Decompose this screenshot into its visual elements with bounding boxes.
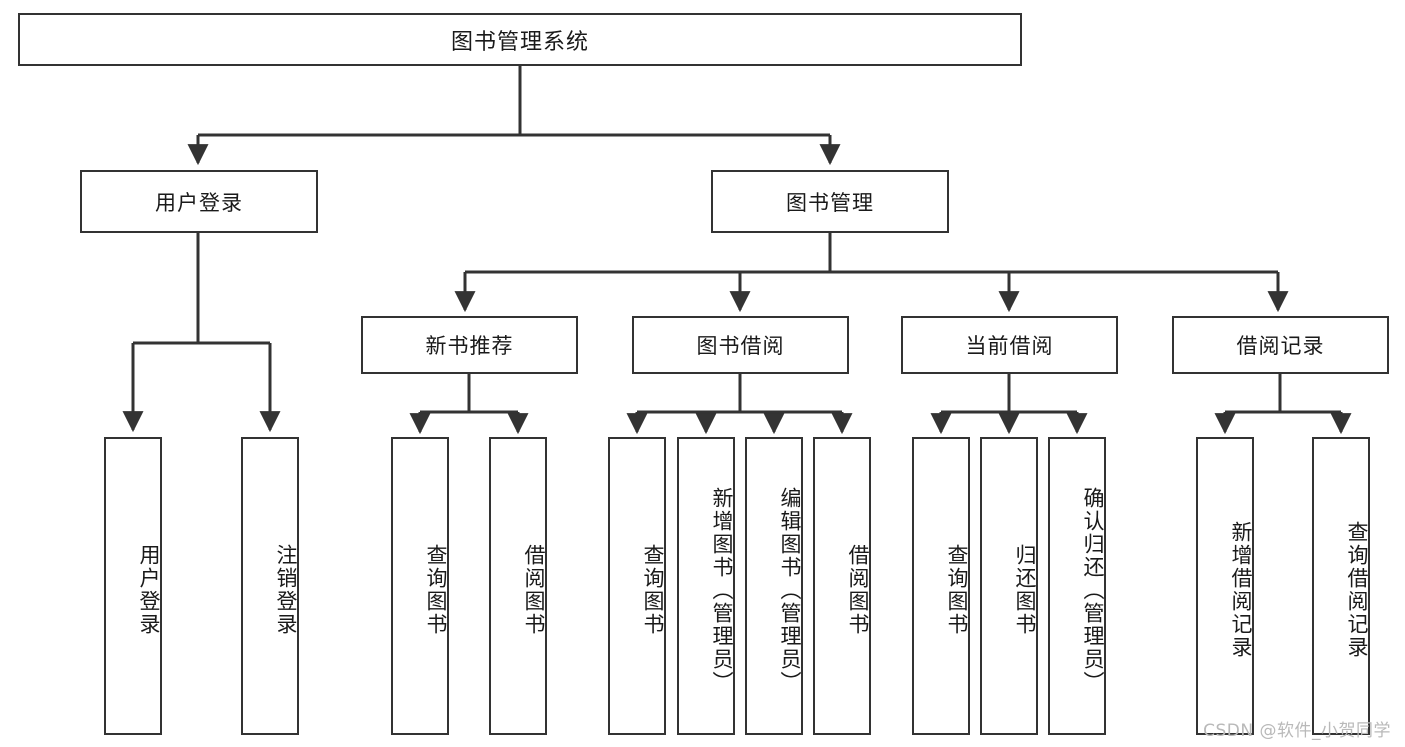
node-user-login-label: 用户登录 <box>155 190 243 215</box>
leaf-current-confirm-return-admin[interactable]: 确认归还（管理员） <box>1048 437 1106 735</box>
leaf-label: 归还图书 <box>1013 544 1037 636</box>
leaf-label: 注销登录 <box>274 544 298 636</box>
leaf-label: 用户登录 <box>137 544 161 636</box>
node-user-login[interactable]: 用户登录 <box>80 170 318 233</box>
node-book-management[interactable]: 图书管理 <box>711 170 949 233</box>
leaf-borrow-query-book[interactable]: 查询图书 <box>608 437 666 735</box>
node-current-borrow-label: 当前借阅 <box>965 334 1054 358</box>
node-current-borrow[interactable]: 当前借阅 <box>901 316 1118 374</box>
node-root-label: 图书管理系统 <box>450 29 589 55</box>
node-new-book-recommend[interactable]: 新书推荐 <box>361 316 578 374</box>
leaf-borrow-borrow-book[interactable]: 借阅图书 <box>813 437 871 735</box>
leaf-borrow-add-book-admin[interactable]: 新增图书（管理员） <box>677 437 735 735</box>
leaf-user-login-signout[interactable]: 注销登录 <box>241 437 299 735</box>
leaf-records-query-record[interactable]: 查询借阅记录 <box>1312 437 1370 735</box>
leaf-label: 借阅图书 <box>522 544 546 636</box>
leaf-label: 确认归还（管理员） <box>1081 486 1105 694</box>
node-root-system[interactable]: 图书管理系统 <box>18 13 1022 66</box>
csdn-watermark: CSDN @软件_小贺同学 <box>1203 721 1391 741</box>
leaf-label: 查询借阅记录 <box>1345 521 1369 659</box>
leaf-new-book-borrow[interactable]: 借阅图书 <box>489 437 547 735</box>
leaf-label: 查询图书 <box>945 544 969 636</box>
leaf-borrow-edit-book-admin[interactable]: 编辑图书（管理员） <box>745 437 803 735</box>
leaf-label: 新增借阅记录 <box>1229 521 1253 659</box>
leaf-user-login-signin[interactable]: 用户登录 <box>104 437 162 735</box>
node-new-book-recommend-label: 新书推荐 <box>425 334 514 358</box>
leaf-new-book-query[interactable]: 查询图书 <box>391 437 449 735</box>
leaf-label: 借阅图书 <box>846 544 870 636</box>
leaf-records-add-record[interactable]: 新增借阅记录 <box>1196 437 1254 735</box>
leaf-label: 编辑图书（管理员） <box>778 486 802 694</box>
node-borrow-records[interactable]: 借阅记录 <box>1172 316 1389 374</box>
leaf-current-return-book[interactable]: 归还图书 <box>980 437 1038 735</box>
node-borrow-records-label: 借阅记录 <box>1236 334 1325 358</box>
leaf-label: 查询图书 <box>641 544 665 636</box>
node-book-borrow-label: 图书借阅 <box>696 334 785 358</box>
leaf-label: 查询图书 <box>424 544 448 636</box>
leaf-label: 新增图书（管理员） <box>710 486 734 694</box>
leaf-current-query-book[interactable]: 查询图书 <box>912 437 970 735</box>
node-book-management-label: 图书管理 <box>786 190 874 215</box>
node-book-borrow[interactable]: 图书借阅 <box>632 316 849 374</box>
